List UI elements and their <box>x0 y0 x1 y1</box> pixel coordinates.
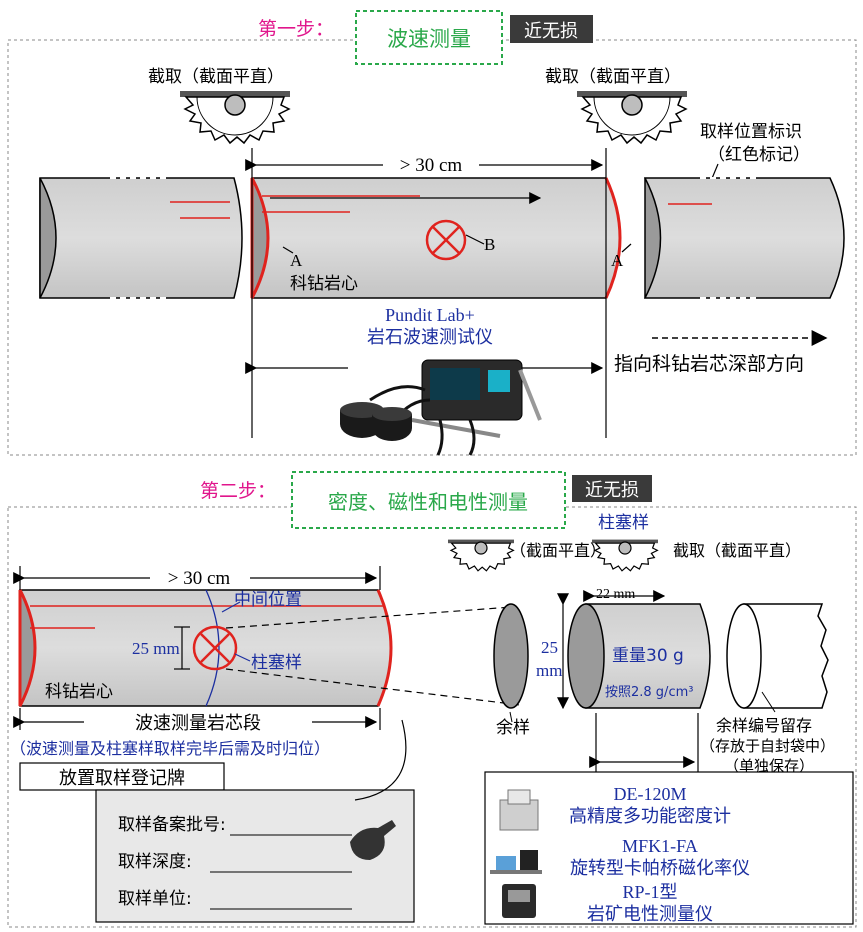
step1-badge-bg <box>510 15 593 43</box>
board-field-2: 取样深度: <box>118 852 192 872</box>
remainder-left: 余样 <box>496 718 530 738</box>
plug-diameter-num: 25 <box>541 638 558 657</box>
board-title-box <box>19 762 225 791</box>
step2-title-box <box>291 471 566 529</box>
density-meter-icon <box>499 789 539 831</box>
board-title: 放置取样登记牌 <box>59 768 185 789</box>
step1-cut-right: 截取（截面平直） <box>545 67 681 87</box>
step1-frame <box>7 39 857 456</box>
point-a-left: A <box>290 251 303 270</box>
plug-length: 22 mm <box>596 587 635 602</box>
sample-mark-sub: （红色标记） <box>708 145 810 165</box>
remainder-right-1: 余样编号留存 <box>716 716 812 735</box>
core-main-step2 <box>18 589 393 707</box>
core-fragment-right <box>643 177 845 299</box>
plug-label: 柱塞样 <box>251 653 302 673</box>
core-label-step2: 科钻岩心 <box>45 682 113 702</box>
step2-title: 密度、磁性和电性测量 <box>328 490 528 514</box>
sample-mark-label: 取样位置标识 <box>700 122 802 142</box>
core-main-step1 <box>250 177 622 299</box>
plug-diameter-unit: mm <box>536 661 562 680</box>
plug-cylinder <box>567 603 711 709</box>
step1-title: 波速测量 <box>387 27 471 51</box>
step2-label: 第二步： <box>200 480 276 502</box>
inst3-name: RP-1型 <box>622 882 677 902</box>
saw-blade-icon <box>592 539 659 572</box>
step2-badge-bg <box>572 475 652 502</box>
pundit-device-icon <box>340 359 542 456</box>
step1-label: 第一步： <box>258 18 334 40</box>
direction-label: 指向科钻岩芯深部方向 <box>614 353 804 375</box>
plug-title: 柱塞样 <box>598 513 649 533</box>
resistivity-meter-icon <box>502 884 536 918</box>
step1-title-box <box>355 10 503 65</box>
step1-cut-left: 截取（截面平直） <box>148 67 284 87</box>
return-note: （波速测量及柱塞样取样完毕后需及时归位） <box>10 739 330 758</box>
instrument-name: Pundit Lab+ <box>385 305 475 325</box>
plug-density-basis: 按照2.8 g/cm³ <box>605 685 693 700</box>
inst2-name: MFK1-FA <box>622 836 698 856</box>
board-field-3: 取样单位: <box>118 889 192 909</box>
sample-position-icon <box>425 219 467 261</box>
core-label-step1: 科钻岩心 <box>290 274 358 294</box>
plug-sample-icon <box>192 625 238 671</box>
inst1-name: DE-120M <box>614 784 687 804</box>
board-pointer-line <box>354 719 407 801</box>
diameter-left: 25 mm <box>132 639 180 658</box>
plug-weight: 重量30 g <box>612 646 684 666</box>
instrument-box <box>484 771 854 925</box>
length-step2: > 30 cm <box>168 568 231 589</box>
point-b: B <box>484 235 495 254</box>
point-a-right: A <box>611 251 624 270</box>
middle-position: 中间位置 <box>234 590 302 610</box>
board-field-1: 取样备案批号: <box>118 815 226 835</box>
instrument-desc: 岩石波速测试仪 <box>367 327 493 348</box>
step2-frame <box>7 506 857 928</box>
remainder-cylinder-right <box>726 603 829 709</box>
remainder-right-2: （存放于自封袋中） <box>700 737 835 755</box>
core-fragment-left <box>39 177 243 299</box>
step2-badge: 近无损 <box>585 480 639 501</box>
saw-blade-icon <box>577 91 688 145</box>
pen-hand-icon <box>350 820 396 860</box>
step1-badge: 近无损 <box>524 21 578 42</box>
saw-blade-icon <box>448 539 515 572</box>
inst3-desc: 岩矿电性测量仪 <box>587 904 713 925</box>
remainder-right-3: （单独保存） <box>724 757 814 775</box>
segment-label: 波速测量岩芯段 <box>135 713 261 734</box>
length-step1: > 30 cm <box>400 155 463 176</box>
saw-blade-icon <box>180 91 291 145</box>
inst2-desc: 旋转型卡帕桥磁化率仪 <box>570 858 750 879</box>
susceptibility-meter-icon <box>490 850 542 874</box>
inst1-desc: 高精度多功能密度计 <box>569 806 731 827</box>
remainder-disc-left <box>493 603 529 709</box>
step2-cut-right: 截取（截面平直） <box>673 541 801 560</box>
